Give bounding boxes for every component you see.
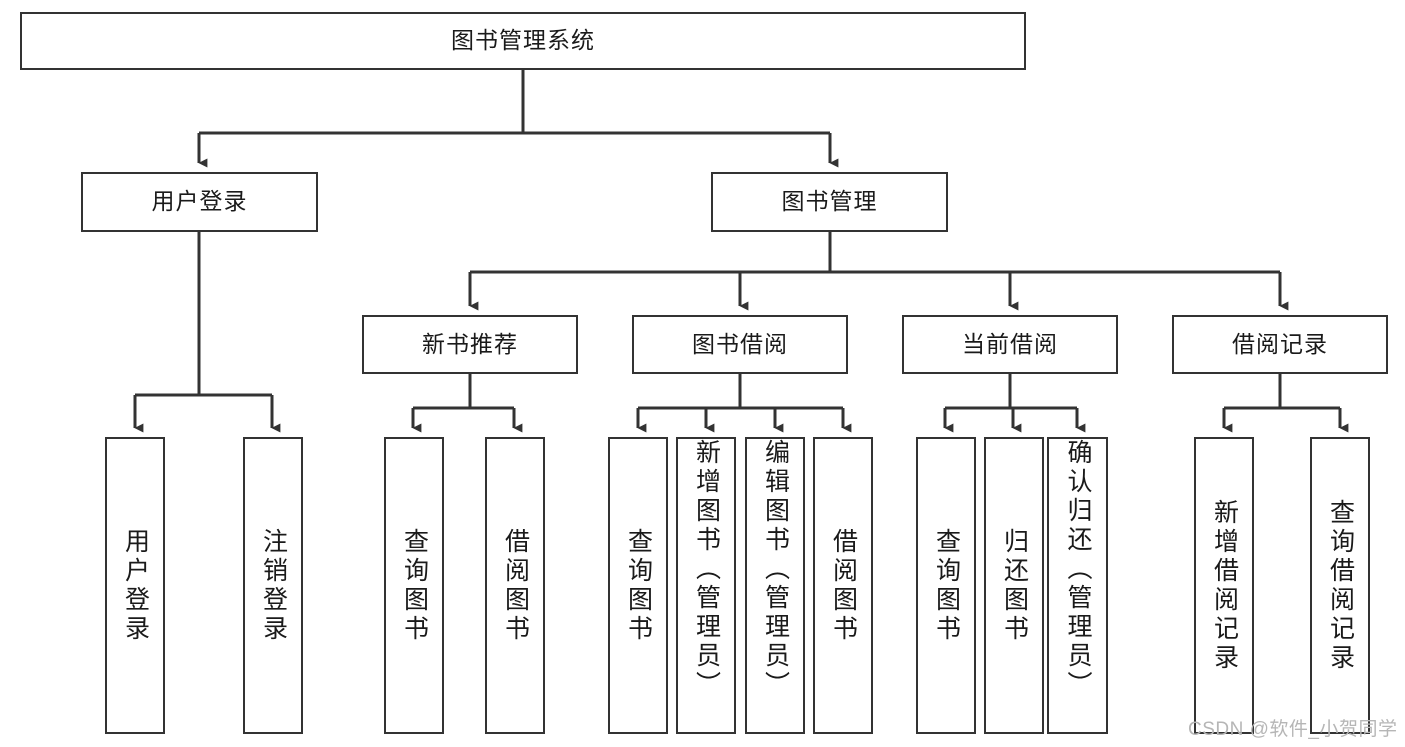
node-label: 用户登录	[121, 527, 150, 644]
node-label: 查询图书	[932, 527, 961, 644]
node-label: 当前借阅	[962, 330, 1058, 357]
node-label: 归还图书	[1000, 527, 1029, 644]
node-label: 图书管理	[781, 188, 878, 215]
node-book-management[interactable]: 图书管理	[711, 172, 948, 232]
node-borrow-record[interactable]: 借阅记录	[1172, 315, 1388, 374]
leaf-book-borrow-query-book[interactable]: 查询图书	[608, 437, 668, 734]
leaf-current-borrow-query-book[interactable]: 查询图书	[916, 437, 976, 734]
node-label: 新增图书（管理员）	[692, 439, 721, 700]
leaf-book-borrow-edit-book-admin[interactable]: 编辑图书（管理员）	[745, 437, 805, 734]
node-label: 图书管理系统	[451, 27, 595, 54]
node-label: 借阅图书	[829, 527, 858, 644]
node-label: 用户登录	[151, 188, 248, 215]
leaf-new-book-query-book[interactable]: 查询图书	[384, 437, 444, 734]
node-label: 新书推荐	[422, 330, 518, 357]
node-user-login[interactable]: 用户登录	[81, 172, 318, 232]
node-label: 查询借阅记录	[1326, 498, 1355, 673]
node-current-borrow[interactable]: 当前借阅	[902, 315, 1118, 374]
leaf-borrow-record-add-record[interactable]: 新增借阅记录	[1194, 437, 1254, 734]
leaf-new-book-borrow-book[interactable]: 借阅图书	[485, 437, 545, 734]
node-label: 注销登录	[259, 527, 288, 644]
node-label: 借阅图书	[501, 527, 530, 644]
node-book-borrow[interactable]: 图书借阅	[632, 315, 848, 374]
leaf-book-borrow-borrow-book[interactable]: 借阅图书	[813, 437, 873, 734]
node-label: 图书借阅	[692, 330, 788, 357]
node-label: 借阅记录	[1232, 330, 1328, 357]
node-new-book-recommend[interactable]: 新书推荐	[362, 315, 578, 374]
node-label: 查询图书	[624, 527, 653, 644]
leaf-user-login-logout[interactable]: 注销登录	[243, 437, 303, 734]
csdn-watermark: CSDN @软件_小贺同学	[1188, 719, 1398, 740]
node-root-book-management-system[interactable]: 图书管理系统	[20, 12, 1026, 70]
leaf-user-login-login[interactable]: 用户登录	[105, 437, 165, 734]
node-label: 编辑图书（管理员）	[761, 439, 790, 700]
node-label: 确认归还（管理员）	[1064, 439, 1092, 700]
node-label: 查询图书	[400, 527, 429, 644]
node-label: 新增借阅记录	[1210, 498, 1239, 673]
leaf-borrow-record-query-record[interactable]: 查询借阅记录	[1310, 437, 1370, 734]
leaf-book-borrow-add-book-admin[interactable]: 新增图书（管理员）	[676, 437, 736, 734]
leaf-current-borrow-return-book[interactable]: 归还图书	[984, 437, 1044, 734]
leaf-current-borrow-confirm-return-admin[interactable]: 确认归还（管理员）	[1047, 437, 1108, 734]
